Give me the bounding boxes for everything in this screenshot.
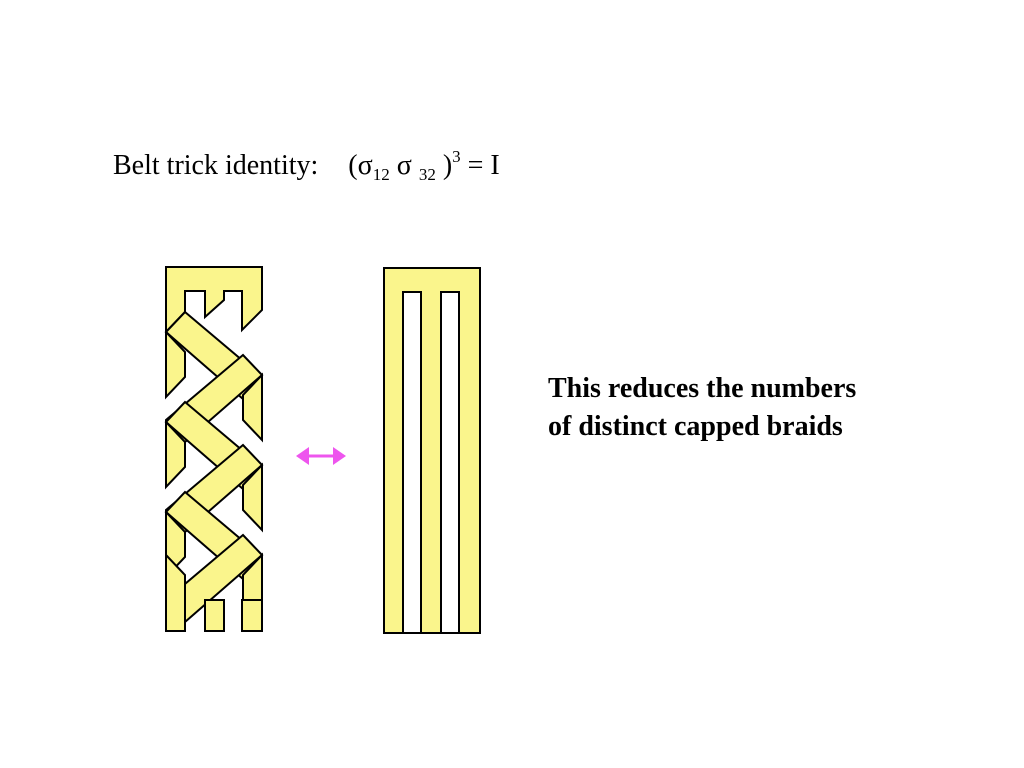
braid-bottom-strand-right	[241, 599, 263, 632]
title-label: Belt trick identity:	[113, 150, 319, 181]
formula-sigma: σ	[389, 150, 419, 181]
formula-rhs: = I	[460, 150, 500, 181]
formula-open: (σ	[348, 150, 373, 181]
braid-bottom-strand-mid	[204, 599, 225, 632]
formula-close: )	[435, 150, 453, 181]
caption-line-2: of distinct capped braids	[548, 411, 843, 442]
braid-strand-7	[242, 462, 263, 533]
identity-title: Belt trick identity: (σ12 σ 32 )3 = I	[113, 140, 500, 192]
formula-sub-12: 12	[372, 165, 390, 184]
straight-belt	[383, 267, 481, 634]
straight-belt-ribbon	[383, 267, 481, 634]
double-headed-arrow-icon	[296, 447, 346, 465]
formula-exponent: 3	[452, 147, 461, 166]
braid-strand-3	[242, 372, 263, 443]
braided-belt	[164, 266, 264, 632]
formula-sub-32: 32	[418, 165, 436, 184]
caption-line-1: This reduces the numbers	[548, 373, 857, 404]
caption: This reduces the numbers of distinct cap…	[548, 370, 856, 446]
braid-bottom-strands	[165, 552, 186, 632]
braid-strand-5	[165, 419, 186, 490]
braid-strand-1	[165, 329, 186, 400]
